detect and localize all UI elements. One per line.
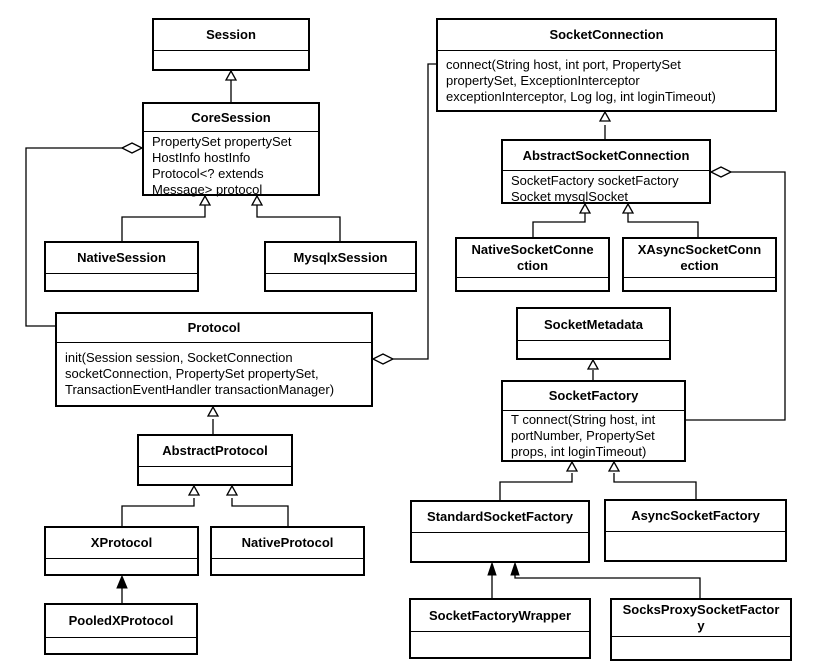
triangle-arrow-icon [578,202,592,214]
socket-connection-aggregation-edge [393,63,438,360]
abstract-protocol-class[interactable]: AbstractProtocol [137,434,293,486]
triangle-arrow-icon [250,194,264,206]
filled-arrow-icon [487,561,497,576]
socket-factory-wrapper-class[interactable]: SocketFactoryWrapper [409,598,591,659]
class-name: AbstractProtocol [162,443,268,459]
class-name: SocketFactory [548,388,639,404]
triangle-arrow-icon [187,484,201,496]
triangle-arrow-icon [607,460,621,472]
class-methods: init(Session session, SocketConnection s… [65,350,335,397]
class-name: CoreSession [191,109,271,125]
diamond-aggregation-icon [371,353,395,365]
triangle-arrow-icon [198,194,212,206]
class-name: SocketFactoryWrapper [428,607,572,623]
class-name: NativeSession [77,250,166,266]
xasync-socket-connection-edge [627,211,699,238]
protocol-class[interactable]: Protocol init(Session session, SocketCon… [55,312,373,407]
native-protocol-class[interactable]: NativeProtocol [210,526,365,576]
class-methods: connect(String host, int port, PropertyS… [446,57,716,104]
pooled-xprotocol-class[interactable]: PooledXProtocol [44,603,198,655]
diamond-aggregation-icon [709,166,733,178]
async-socket-factory-class[interactable]: AsyncSocketFactory [604,499,787,562]
class-name: MysqlxSession [293,250,388,266]
triangle-arrow-icon [225,484,239,496]
native-session-to-core-session-edge [121,196,206,242]
protocol-aggregation-edge [25,147,123,327]
abstract-socket-connection-class[interactable]: AbstractSocketConnection SocketFactory s… [501,139,711,204]
async-socket-factory-edge [613,473,697,501]
core-session-class[interactable]: CoreSession PropertySet propertySet Host… [142,102,320,197]
class-name: XAsyncSocketConn ection [637,242,762,273]
class-name: StandardSocketFactory [427,509,573,525]
standard-socket-factory-edge [499,473,573,501]
native-session-class[interactable]: NativeSession [44,241,199,292]
socks-proxy-socket-factory-edge [514,575,701,599]
class-name: AsyncSocketFactory [631,508,760,524]
triangle-arrow-icon [565,460,579,472]
socket-connection-class[interactable]: SocketConnection connect(String host, in… [436,18,777,112]
socket-metadata-class[interactable]: SocketMetadata [516,307,671,360]
xasync-socket-connection-class[interactable]: XAsyncSocketConn ection [622,237,777,292]
socket-factory-aggregation-edge [686,171,786,421]
class-name: NativeSocketConne ction [471,242,594,273]
mysqlx-session-to-core-session-edge [256,196,341,242]
class-name: SocketMetadata [544,316,643,332]
triangle-arrow-icon [206,405,220,417]
native-socket-connection-edge [532,211,586,238]
filled-arrow-icon [510,561,520,576]
class-name: Protocol [187,320,241,336]
triangle-arrow-icon [621,202,635,214]
triangle-arrow-icon [586,358,600,370]
triangle-arrow-icon [224,69,238,81]
class-name: Session [206,27,256,43]
class-name: PooledXProtocol [68,613,174,629]
native-protocol-to-abstract-protocol-edge [231,498,289,526]
class-name: SocketConnection [549,27,664,43]
xprotocol-to-abstract-protocol-edge [121,498,195,526]
diamond-aggregation-icon [120,142,144,154]
session-class[interactable]: Session [152,18,310,71]
standard-socket-factory-class[interactable]: StandardSocketFactory [410,500,590,563]
class-attributes: PropertySet propertySet HostInfo hostInf… [152,134,292,197]
triangle-arrow-icon [598,110,612,122]
class-name: SocksProxySocketFactor y [622,602,780,633]
filled-arrow-icon [116,574,128,589]
class-name: XProtocol [90,535,153,551]
class-attributes: SocketFactory socketFactory Socket mysql… [511,173,679,204]
native-socket-connection-class[interactable]: NativeSocketConne ction [455,237,610,292]
mysqlx-session-class[interactable]: MysqlxSession [264,241,417,292]
class-name: AbstractSocketConnection [522,147,690,163]
class-name: NativeProtocol [241,535,334,551]
socket-factory-class[interactable]: SocketFactory T connect(String host, int… [501,380,686,462]
xprotocol-class[interactable]: XProtocol [44,526,199,576]
class-methods: T connect(String host, int portNumber, P… [511,412,656,459]
socks-proxy-socket-factory-class[interactable]: SocksProxySocketFactor y [610,598,792,661]
